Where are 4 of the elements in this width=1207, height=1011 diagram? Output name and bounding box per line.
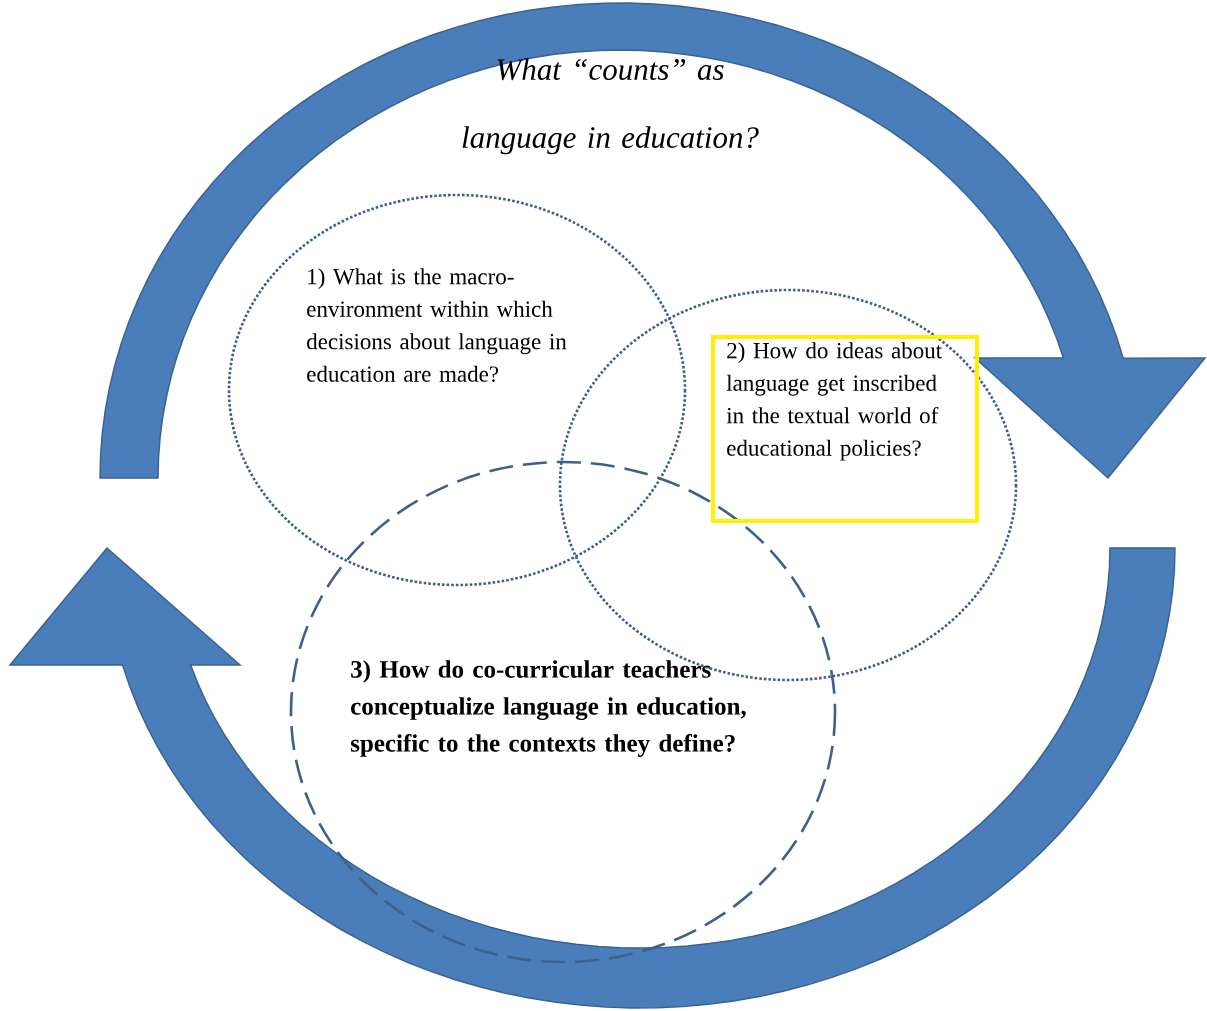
- question-text: 3) How do co-curricular teachers conceptualize language in education, specific to the contexts they define?: [350, 660, 746, 757]
- title: What “counts” as language in education?: [462, 58, 759, 155]
- question-text: 2) How do ideas about language get inscribed in the textual world of educational policies?: [726, 342, 942, 461]
- question-text: 1) What is the macro-environment within which decisions about language in education are made?: [307, 268, 567, 382]
